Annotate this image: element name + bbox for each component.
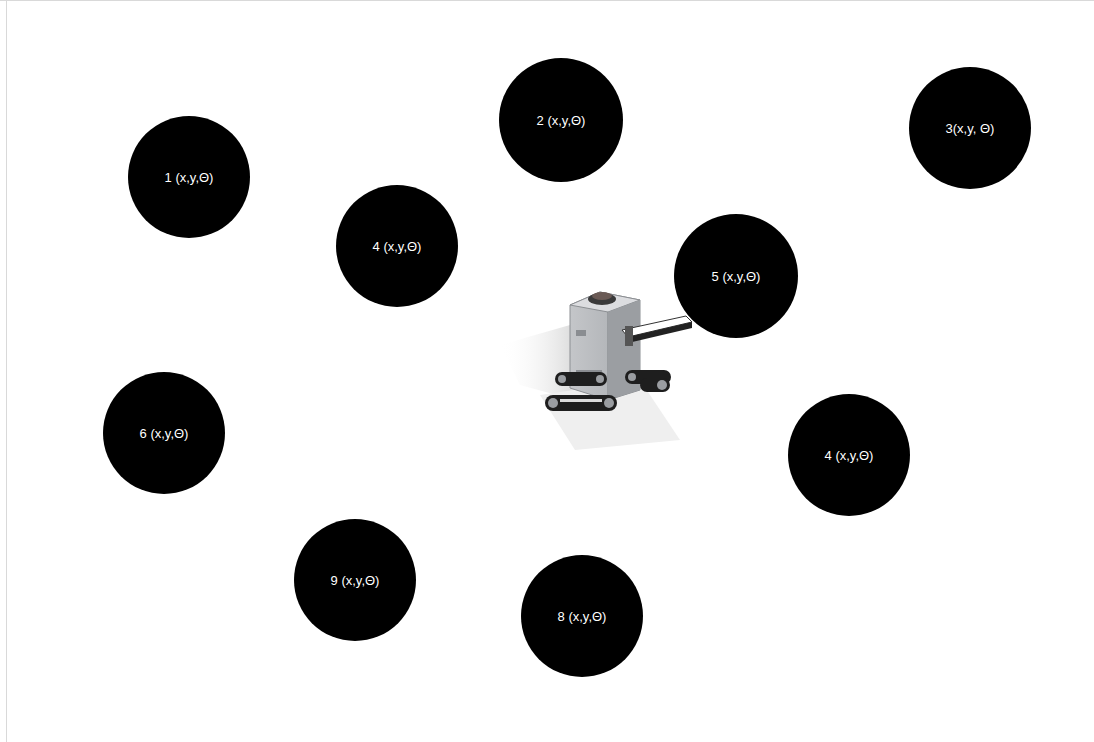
node-label: 2 (x,y,Θ) xyxy=(530,112,592,129)
position-circle: 3(x,y, Θ) xyxy=(909,67,1031,189)
position-circle: 1 (x,y,Θ) xyxy=(128,116,250,238)
position-circle: 4 (x,y,Θ) xyxy=(336,185,458,307)
position-circle: 5 (x,y,Θ) xyxy=(674,214,798,338)
position-circle: 9 (x,y,Θ) xyxy=(294,519,416,641)
node-label: 9 (x,y,Θ) xyxy=(324,572,386,589)
node-label: 4 (x,y,Θ) xyxy=(818,447,880,464)
position-circle: 8 (x,y,Θ) xyxy=(521,555,643,677)
position-circle: 6 (x,y,Θ) xyxy=(103,372,225,494)
node-label: 1 (x,y,Θ) xyxy=(158,169,220,186)
node-label: 3(x,y, Θ) xyxy=(945,120,995,137)
node-label: 4 (x,y,Θ) xyxy=(366,238,428,255)
node-label: 8 (x,y,Θ) xyxy=(551,608,613,625)
position-circle: 4 (x,y,Θ) xyxy=(788,394,910,516)
node-label: 5 (x,y,Θ) xyxy=(705,268,767,285)
node-label: 6 (x,y,Θ) xyxy=(133,425,195,442)
position-circle: 2 (x,y,Θ) xyxy=(499,58,623,182)
